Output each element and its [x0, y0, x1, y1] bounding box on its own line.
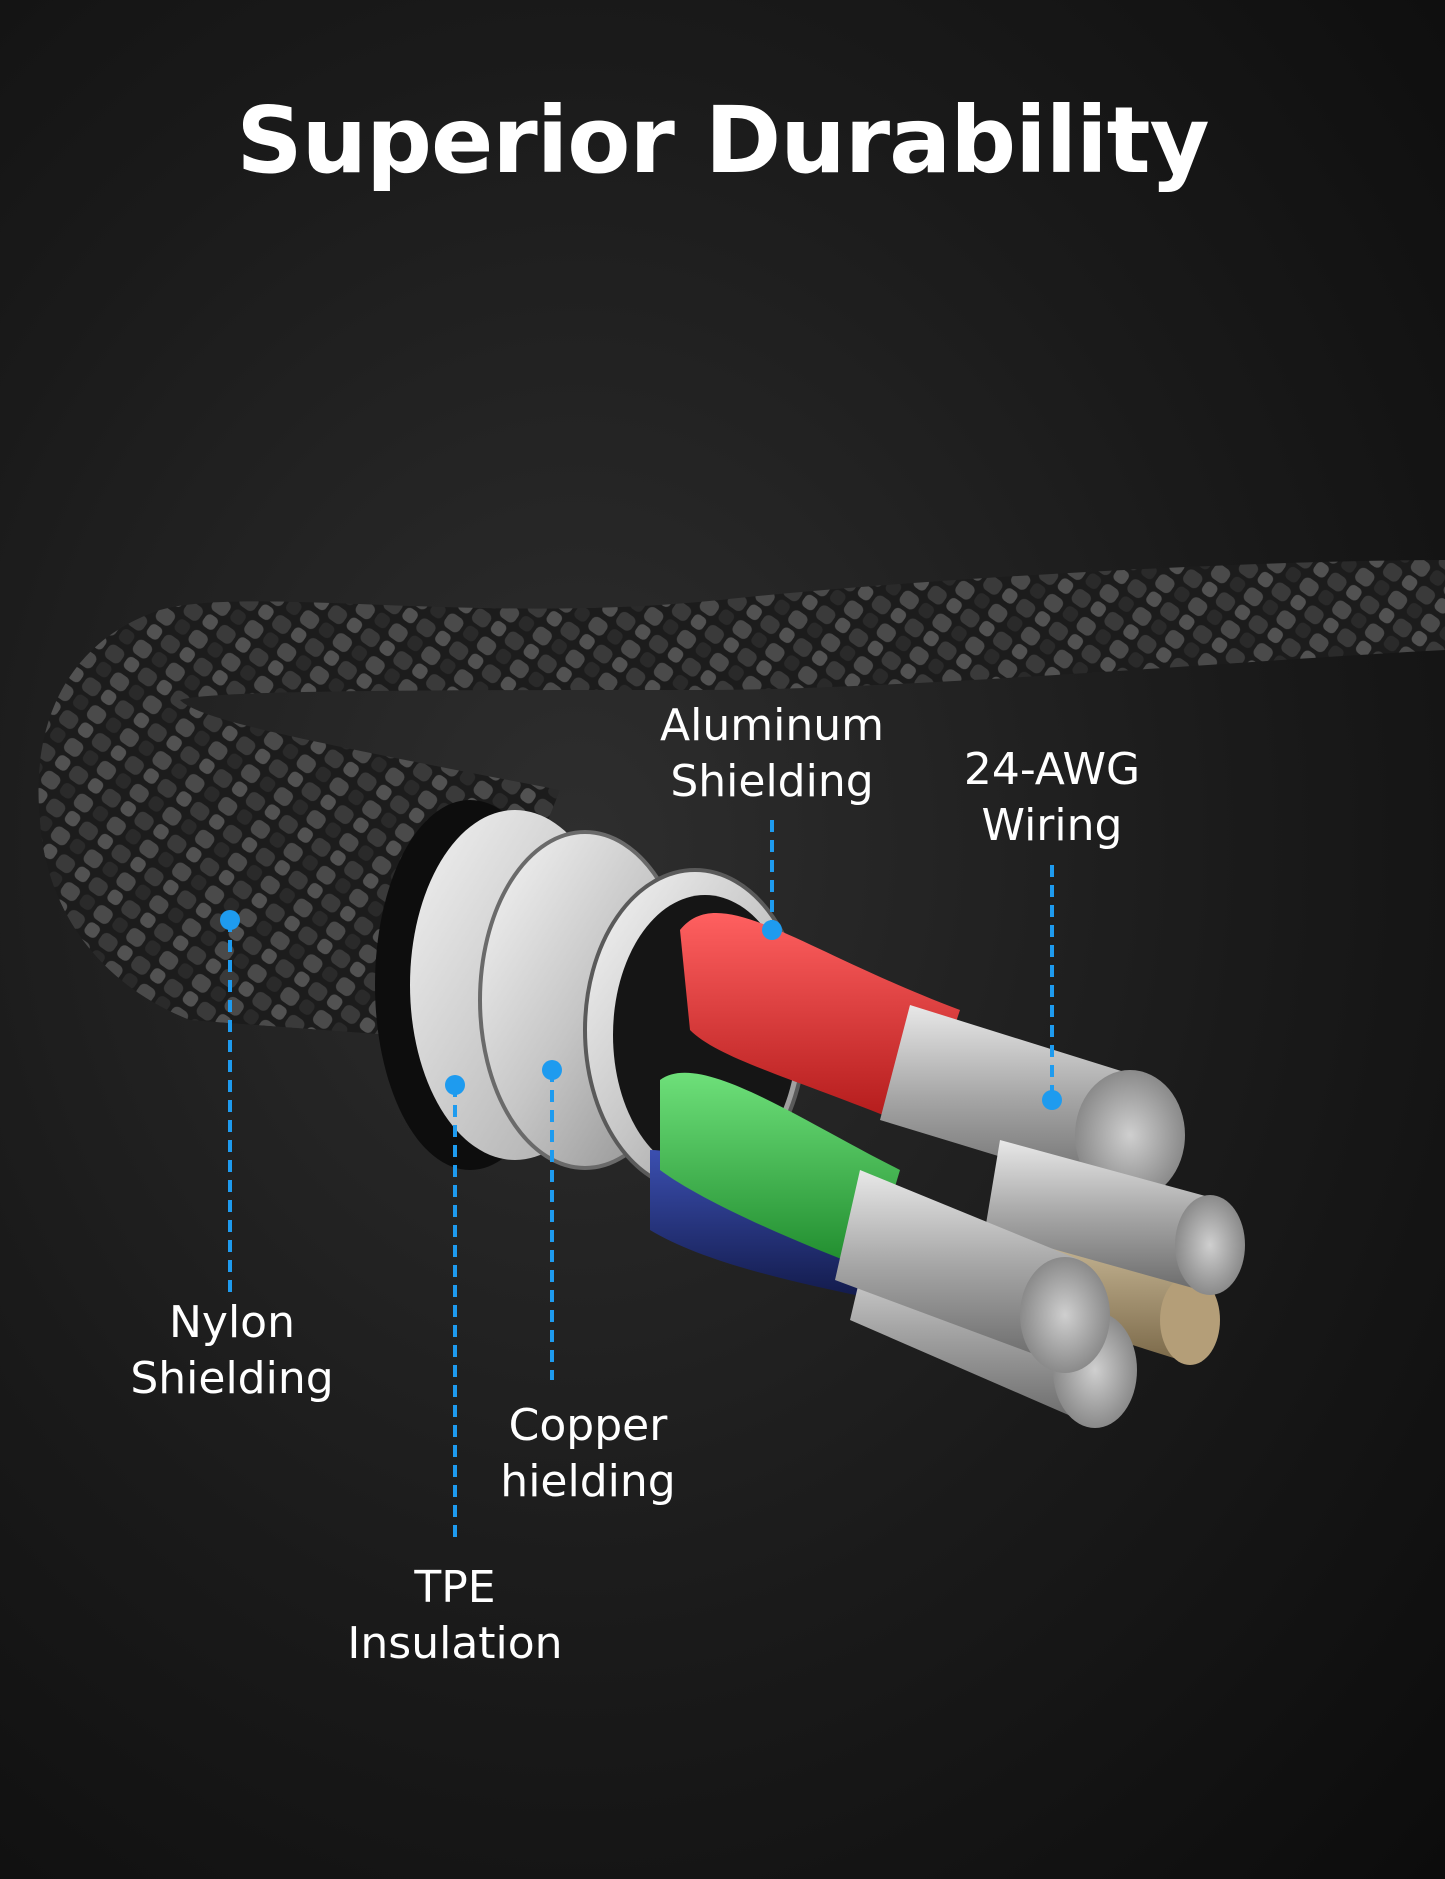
copper-label-line1: Copper: [508, 1400, 668, 1451]
awg-label-line2: Wiring: [981, 800, 1123, 851]
nylon-label-line1: Nylon: [169, 1297, 295, 1348]
page-title: Superior Durability: [236, 87, 1209, 194]
tpe-insulation-label: TPE Insulation: [347, 1560, 562, 1672]
nylon-callout-pointer: [220, 910, 240, 1295]
copper-label-line2: hielding: [500, 1456, 676, 1507]
tpe-label-line2: Insulation: [347, 1618, 563, 1669]
tpe-label-line1: TPE: [414, 1562, 496, 1613]
tpe-callout-pointer: [445, 1075, 465, 1545]
nylon-shielding-label: Nylon Shielding: [130, 1295, 333, 1407]
copper-shielding-label: Copper hielding: [500, 1398, 675, 1510]
awg-label-line1: 24-AWG: [963, 744, 1141, 795]
red-wire: [680, 912, 1185, 1200]
green-wire: [660, 1072, 1110, 1373]
copper-callout-pointer: [542, 1060, 562, 1380]
aluminum-label-line2: Shielding: [670, 756, 874, 807]
aluminum-label-line1: Aluminum: [660, 700, 884, 751]
aluminum-callout-pointer: [762, 820, 782, 940]
nylon-label-line2: Shielding: [130, 1353, 334, 1404]
awg-callout-pointer: [1042, 865, 1062, 1110]
aluminum-shielding-label: Aluminum Shielding: [660, 698, 884, 810]
awg-wiring-label: 24-AWG Wiring: [964, 742, 1140, 854]
white-wire: [985, 1140, 1245, 1295]
